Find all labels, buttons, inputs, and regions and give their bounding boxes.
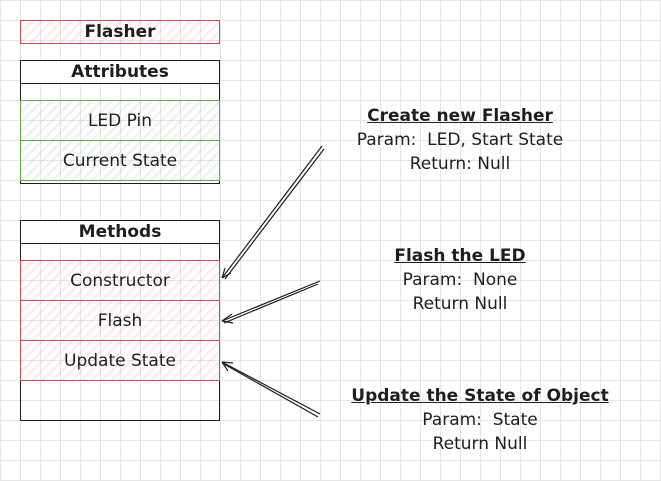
class-name-box[interactable]: Flasher	[20, 20, 220, 44]
class-name-label: Flasher	[84, 22, 156, 42]
arrow-to-constructor	[221, 145, 325, 280]
note-return: Return: Null	[409, 154, 511, 174]
attribute-label: Current State	[62, 150, 178, 171]
note-update-state: Update the State of Object Param: State …	[340, 384, 620, 456]
method-update-state[interactable]: Update State	[20, 340, 220, 381]
attribute-label: LED Pin	[87, 110, 153, 131]
note-return: Return Null	[432, 434, 528, 454]
attribute-current-state[interactable]: Current State	[20, 140, 220, 181]
arrow-to-update-state	[221, 361, 321, 418]
note-create-flasher: Create new Flasher Param: LED, Start Sta…	[330, 104, 590, 176]
note-title: Update the State of Object	[351, 386, 609, 406]
method-label: Flash	[97, 310, 143, 331]
method-flash[interactable]: Flash	[20, 300, 220, 341]
method-label: Constructor	[70, 270, 170, 291]
note-param: Param: None	[402, 270, 518, 290]
methods-header[interactable]: Methods	[20, 220, 220, 244]
attributes-header-label: Attributes	[71, 62, 169, 82]
attribute-led-pin[interactable]: LED Pin	[20, 100, 220, 141]
note-flash-led: Flash the LED Param: None Return Null	[330, 244, 590, 316]
note-title: Flash the LED	[394, 246, 526, 266]
methods-header-label: Methods	[78, 222, 162, 242]
arrow-to-flash	[221, 280, 321, 324]
method-label: Update State	[64, 350, 176, 371]
note-param: Param: LED, Start State	[356, 130, 564, 150]
note-title: Create new Flasher	[367, 106, 553, 126]
note-return: Return Null	[412, 294, 508, 314]
note-param: Param: State	[422, 410, 538, 430]
